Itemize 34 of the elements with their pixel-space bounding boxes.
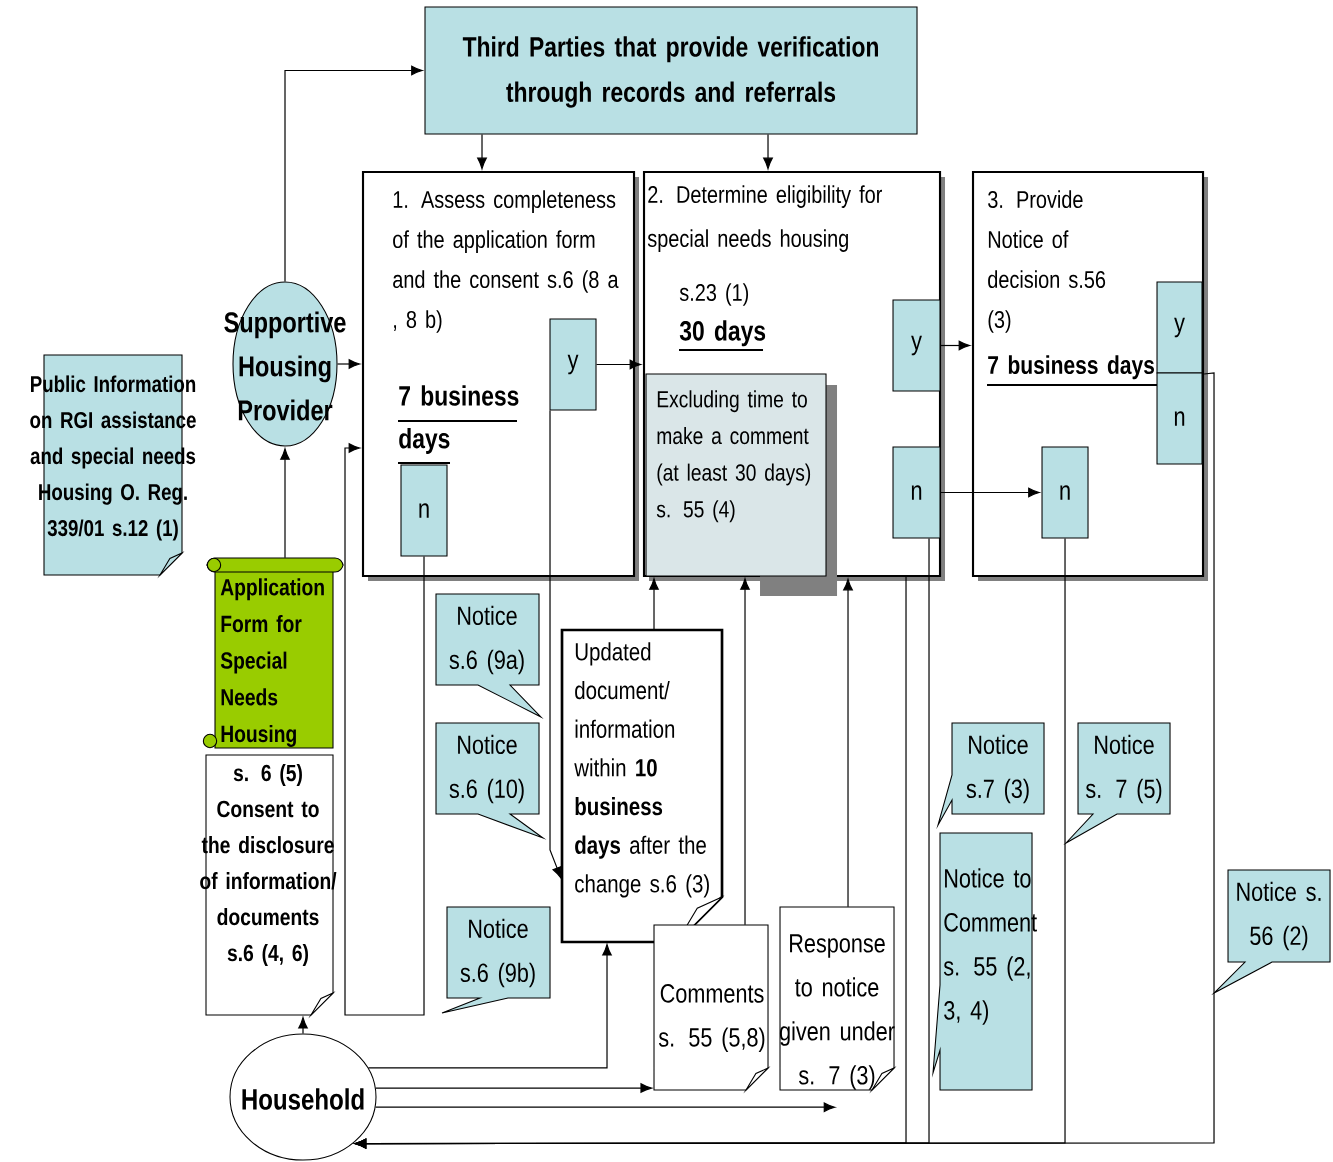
callout-box: Notice s.6 (10) bbox=[435, 722, 547, 840]
arrow bbox=[763, 133, 773, 170]
callout-box: Notice s.6 (9a) bbox=[435, 593, 544, 719]
note-box: Excluding time to make a comment (at least 30 days) s. 55 (4) bbox=[645, 373, 837, 596]
callout-box: Notice s.6 (9b) bbox=[441, 906, 551, 1014]
no-box: n bbox=[1041, 446, 1089, 539]
arrow bbox=[595, 359, 642, 370]
arrow bbox=[843, 578, 853, 908]
arrow bbox=[367, 944, 612, 1069]
arrow bbox=[354, 372, 1215, 1149]
arrow bbox=[939, 487, 1040, 498]
arrow bbox=[549, 409, 562, 879]
no-box: n bbox=[892, 446, 941, 539]
arrow bbox=[336, 359, 361, 369]
no-box: n bbox=[400, 464, 448, 557]
arrow bbox=[649, 578, 659, 631]
callout-box: Notice s. 7 (5) bbox=[1063, 722, 1171, 846]
arrow bbox=[344, 443, 425, 1016]
arrow bbox=[375, 1083, 652, 1093]
arrow bbox=[939, 340, 971, 351]
callout-box: Notice s. 56 (2) bbox=[1211, 869, 1331, 996]
verification-box: Third Parties that provide verification through records and referrals bbox=[424, 6, 918, 135]
yes-box: y bbox=[892, 299, 941, 392]
arrow bbox=[477, 133, 487, 170]
callout-box: Notice to Comment s. 55 (2, 3, 4) bbox=[932, 832, 1037, 1091]
yes-box: y bbox=[1156, 281, 1203, 374]
arrow bbox=[298, 1017, 308, 1035]
arrow bbox=[284, 65, 423, 283]
callout-box: Notice s.7 (3) bbox=[936, 722, 1045, 830]
arrow bbox=[374, 1102, 836, 1113]
no-box: n bbox=[1156, 372, 1203, 465]
arrow bbox=[740, 578, 750, 926]
yes-box: y bbox=[549, 318, 597, 411]
arrow bbox=[280, 448, 290, 559]
